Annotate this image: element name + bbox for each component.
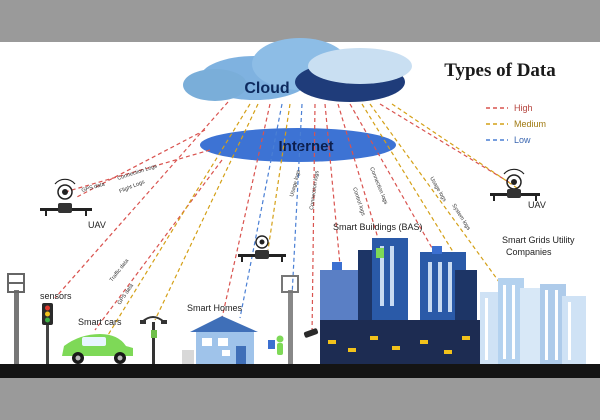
legend-label-low: Low <box>514 135 531 145</box>
smart-grids-label-line1: Smart Grids Utility <box>502 235 575 245</box>
link-camera-high <box>311 103 316 336</box>
street-lamp-icon <box>140 316 167 364</box>
link-home-low <box>239 103 283 319</box>
link-sensors-high <box>54 101 229 299</box>
smart-grid-city-icon <box>480 278 586 364</box>
smart-buildings-icon <box>320 238 480 364</box>
link-label-connection-home: Connection logs <box>309 170 320 210</box>
legend-label-medium: Medium <box>514 119 546 129</box>
link-building3-medium <box>361 103 456 256</box>
person-icon <box>268 335 284 355</box>
cloud-label: Cloud <box>244 80 289 97</box>
link-cars-medium <box>107 103 251 336</box>
sensor-tower-icon <box>7 273 25 364</box>
smart-car-icon <box>62 334 133 364</box>
link-drone-mid-medium <box>267 103 291 251</box>
cloud-shape <box>183 38 412 102</box>
link-uav-right-high <box>379 103 513 185</box>
link-uav-right-medium <box>391 103 521 191</box>
smart-grids-label-line2: Companies <box>506 247 552 257</box>
link-streetlight-medium <box>154 103 259 321</box>
link-home-high <box>221 103 271 319</box>
smart-buildings-label: Smart Buildings (BAS) <box>333 222 423 232</box>
smart-home-icon <box>182 316 258 364</box>
sensors-label: sensors <box>40 291 72 301</box>
cell-tower-icon <box>281 275 299 364</box>
internet-ellipse <box>200 128 396 162</box>
legend-label-high: High <box>514 103 533 113</box>
link-building2-high <box>337 103 381 246</box>
smart-homes-label: Smart Homes <box>187 303 243 313</box>
traffic-light-icon <box>42 303 53 364</box>
link-cars-high <box>94 159 223 331</box>
link-grid-medium <box>369 103 506 291</box>
cctv-camera-icon <box>303 328 319 338</box>
ground-strip <box>0 364 600 378</box>
uav-right-label: UAV <box>528 200 546 210</box>
uav-left-drone-icon <box>40 178 92 216</box>
smart-cars-label: Smart cars <box>78 317 122 327</box>
diagram-title: Types of Data <box>444 60 556 81</box>
link-uav-left-high-2 <box>74 129 206 199</box>
uav-right-drone-icon <box>490 168 540 201</box>
internet-label: Internet <box>278 138 333 155</box>
mid-drone-icon <box>238 235 286 262</box>
legend: High Medium Low <box>486 103 546 145</box>
link-building1-high <box>324 103 341 266</box>
connection-lines <box>54 101 521 336</box>
uav-left-label: UAV <box>88 220 106 230</box>
